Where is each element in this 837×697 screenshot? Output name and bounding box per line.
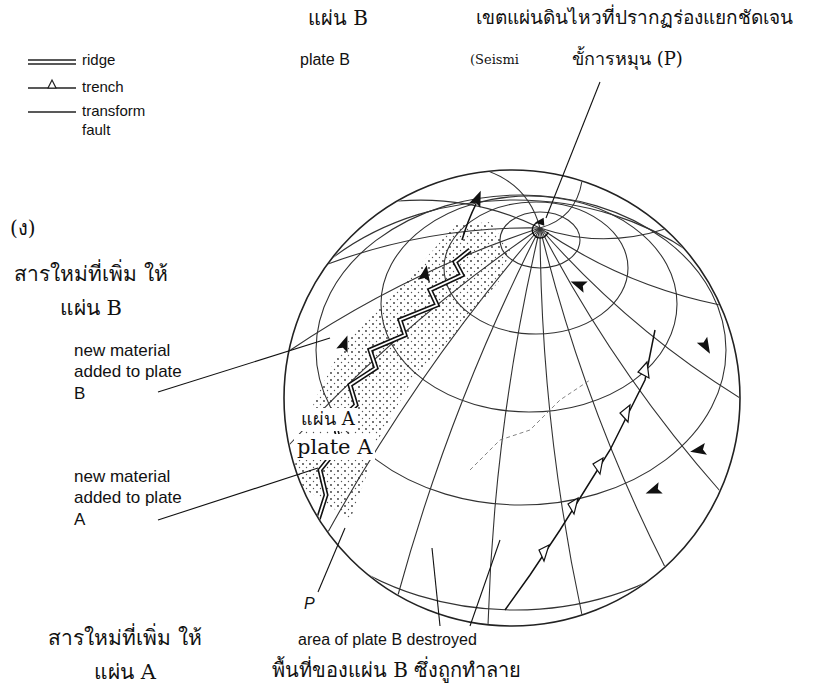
thai-callout: พื้นที่ของแผ่น B ซึ่งถูกทำลาย xyxy=(272,658,521,683)
callout-text: area of plate B destroyed xyxy=(298,630,477,650)
panel-letter: (ง) xyxy=(10,216,36,241)
motion-arrows xyxy=(336,264,715,499)
pole-label: ขั้การหมุน (P) xyxy=(572,48,683,71)
leader-lines xyxy=(158,82,600,626)
plate-name: plate B xyxy=(300,50,350,70)
callout-text: new material added to plate A xyxy=(74,466,186,530)
callout-text: new material added to plate B xyxy=(74,340,186,404)
legend-label: transform fault xyxy=(82,102,162,140)
legend-label: trench xyxy=(82,78,124,97)
thai-plate-name: แผ่น A xyxy=(298,408,358,431)
legend-label: ridge xyxy=(82,51,115,70)
thai-plate-name: แผ่น B xyxy=(308,6,368,31)
thai-callout: สารใหม่ที่เพิ่ม ให้แผ่น A xyxy=(40,622,210,689)
legend-samples xyxy=(28,60,76,112)
thai-callout: สารใหม่ที่เพิ่ม ให้แผ่น B xyxy=(6,258,176,325)
plate-name: plate A xyxy=(294,434,375,460)
thai-caption: เขตแผ่นดินไหวที่ปรากฏร่องแยกชัดเจน xyxy=(476,6,793,30)
cut-caption: (Seismi xyxy=(470,52,519,68)
globe-grid xyxy=(253,171,777,625)
pole-symbol: P xyxy=(304,594,315,614)
